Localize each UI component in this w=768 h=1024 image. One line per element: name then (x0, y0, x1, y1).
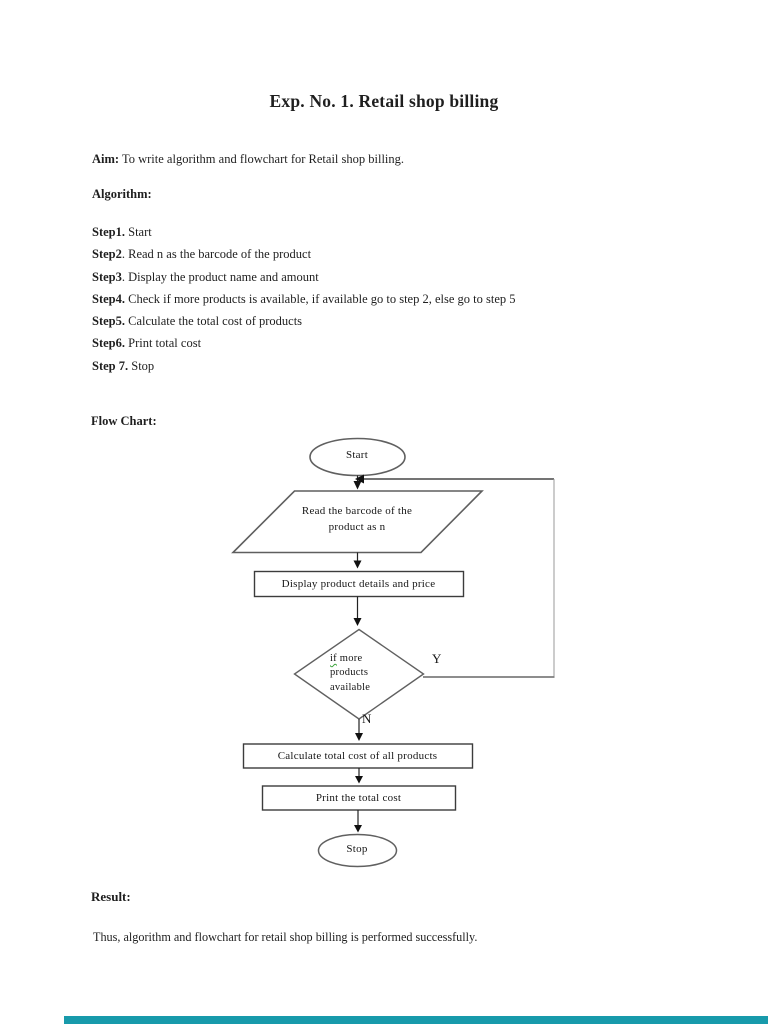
step-line: Step6. Print total cost (92, 332, 712, 354)
decision-label-line2: products (330, 667, 369, 679)
print-label: Print the total cost (315, 792, 402, 804)
display-rect (253, 570, 465, 598)
decision-label: if more products available (330, 652, 370, 695)
arrowhead-into-read (353, 481, 362, 490)
result-text: Thus, algorithm and flowchart for retail… (93, 930, 478, 944)
algorithm-steps: Step1. Start Step2. Read n as the barcod… (92, 221, 712, 377)
start-label: Start (345, 449, 369, 461)
step-line: Step 7. Stop (92, 355, 712, 377)
decision-if-word: if (330, 653, 337, 664)
calculate-rect (242, 743, 474, 769)
stop-ellipse (317, 833, 398, 868)
step-label: Step3 (92, 269, 122, 284)
stop-label: Stop (346, 843, 368, 855)
page-title: Exp. No. 1. Retail shop billing (269, 91, 499, 111)
step-text: Start (125, 225, 152, 239)
read-label-line2: product as n (328, 520, 386, 533)
arrowhead-into-display (353, 560, 362, 569)
arrowhead-into-calculate (355, 733, 363, 741)
calculate-label: Calculate total cost of all products (277, 750, 438, 762)
step-text: Print total cost (125, 336, 202, 351)
step-line: Step3. Display the product name and amou… (92, 266, 712, 288)
algorithm-heading: Algorithm: (92, 187, 152, 201)
flowchart-heading: Flow Chart: (91, 414, 157, 428)
step-label: Step4. (92, 291, 125, 306)
step-text: Stop (128, 358, 155, 373)
aim-text: To write algorithm and flowchart for Ret… (119, 152, 405, 166)
read-label: Read the barcode of the product as n (257, 504, 457, 535)
read-label-line1: Read the barcode of the (301, 505, 413, 517)
display-label: Display product details and price (281, 577, 436, 590)
step-line: Step1. Start (92, 221, 712, 243)
step-label: Step6. (92, 336, 125, 351)
arrowhead-into-print (355, 776, 363, 784)
arrowhead-into-decision (353, 618, 362, 626)
loopback-arrowhead-left (355, 474, 364, 484)
step-label: Step2 (92, 247, 122, 262)
no-branch-label: N (362, 711, 372, 726)
step-line: Step4. Check if more products is availab… (92, 288, 712, 310)
print-rect (261, 785, 457, 811)
decision-label-line1: if more (330, 652, 370, 666)
step-label: Step1. (92, 225, 125, 239)
step-line: Step5. Calculate the total cost of produ… (92, 310, 712, 332)
decision-more-word: more (336, 653, 363, 664)
step-label: Step5. (92, 314, 125, 329)
viewer-bottom-bar (64, 1016, 768, 1024)
yes-branch-label: Y (432, 651, 442, 666)
aim-label: Aim: (92, 152, 120, 166)
result-heading: Result: (91, 889, 131, 904)
step-text: . Read n as the barcode of the product (121, 247, 312, 262)
step-line: Step2. Read n as the barcode of the prod… (92, 243, 712, 265)
read-parallelogram (231, 490, 484, 554)
step-label: Step 7. (92, 358, 129, 373)
step-text: Calculate the total cost of products (125, 314, 303, 329)
step-text: Check if more products is available, if … (125, 291, 516, 306)
step-text: . Display the product name and amount (121, 269, 319, 284)
decision-label-line3: available (330, 681, 371, 693)
arrowhead-into-stop (354, 825, 362, 833)
aim-line: Aim: To write algorithm and flowchart fo… (92, 152, 404, 167)
